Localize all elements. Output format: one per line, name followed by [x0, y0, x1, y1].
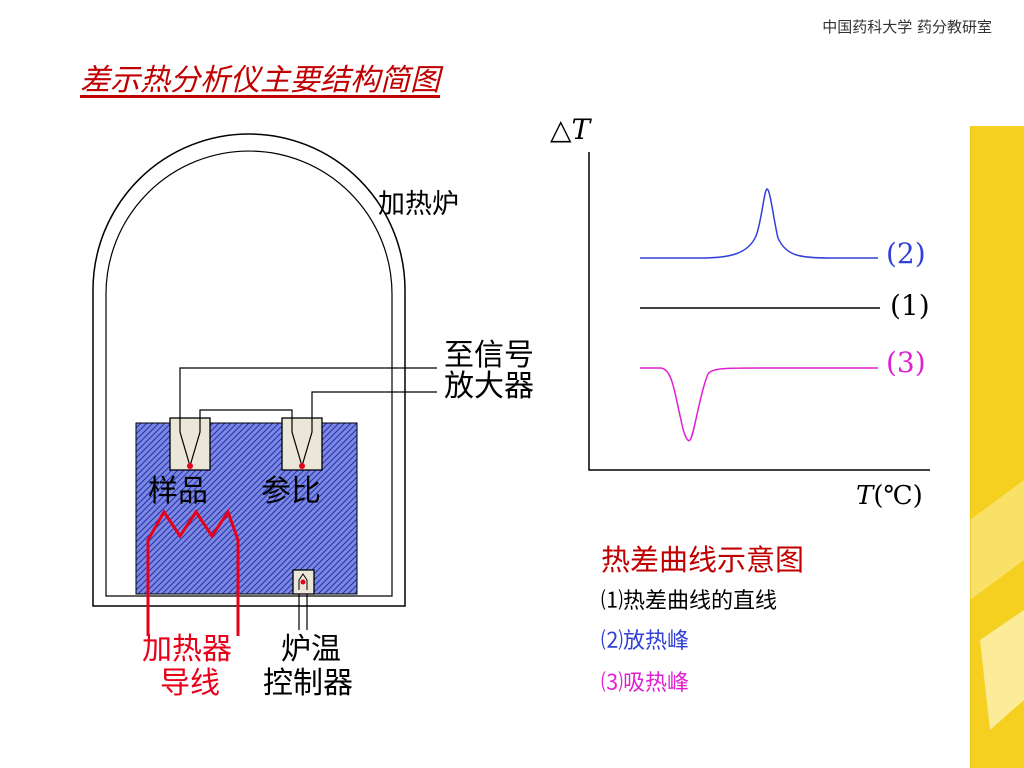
curve-label-2: (2)	[886, 237, 926, 270]
label-temp-ctrl-2: 控制器	[263, 666, 353, 701]
curve-label-1: (1)	[890, 289, 930, 322]
label-heater-lead-1: 加热器	[142, 632, 232, 667]
label-signal-amp-2: 放大器	[444, 369, 534, 404]
decorative-bar	[970, 126, 1024, 768]
x-axis-label: T(℃)	[856, 481, 923, 511]
label-reference: 参比	[261, 474, 321, 509]
furnace-outer-wall	[92, 133, 406, 607]
curve-exothermic	[640, 188, 878, 259]
curve-endothermic	[640, 367, 878, 442]
curve-label-3: (3)	[886, 346, 926, 379]
page-title: 差示热分析仪主要结构简图	[80, 63, 440, 98]
reference-holder	[281, 417, 323, 471]
graph-axes	[588, 152, 930, 471]
legend-title: 热差曲线示意图	[601, 543, 805, 577]
label-heater-lead-2: 导线	[160, 666, 220, 701]
heater-wire	[146, 508, 240, 636]
label-furnace: 加热炉	[378, 189, 459, 220]
header-institution: 中国药科大学 药分教研室	[822, 18, 992, 36]
sample-holder	[169, 417, 211, 471]
label-temp-ctrl-1: 炉温	[281, 632, 341, 667]
label-signal-amp-1: 至信号	[444, 338, 534, 373]
y-axis-label: △T	[550, 113, 591, 146]
legend-item-baseline: ⑴热差曲线的直线	[601, 589, 778, 614]
label-sample: 样品	[148, 474, 208, 509]
legend-item-exothermic: ⑵放热峰	[601, 629, 690, 654]
legend-item-endothermic: ⑶吸热峰	[601, 671, 690, 696]
furnace-inner-wall	[105, 150, 393, 597]
